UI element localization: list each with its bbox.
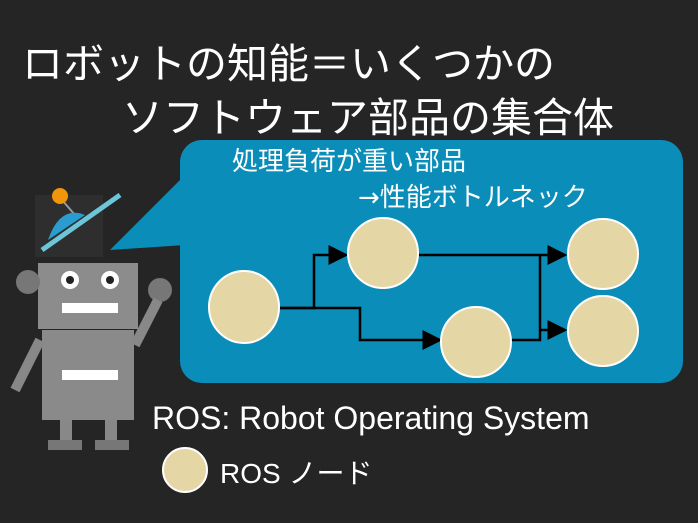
edge-c-e <box>511 255 542 342</box>
edges <box>278 245 568 350</box>
title-line-1: ロボットの知能＝いくつかの <box>22 40 555 88</box>
title-line-2: ソフトウェア部品の集合体 <box>122 94 614 142</box>
legend-node-swatch <box>162 447 208 493</box>
ros-node <box>347 217 419 289</box>
ros-caption: ROS: Robot Operating System <box>152 400 590 436</box>
ros-node <box>567 218 639 290</box>
ros-node <box>567 295 639 367</box>
bubble-text-2: →性能ボトルネック <box>358 183 588 213</box>
edge-a-c <box>278 306 443 350</box>
robot-illustration <box>10 188 172 450</box>
legend-label: ROS ノード <box>220 458 373 489</box>
bubble-text-1: 処理負荷が重い部品 <box>232 147 467 177</box>
ros-node <box>440 306 512 378</box>
ros-node <box>208 270 280 344</box>
